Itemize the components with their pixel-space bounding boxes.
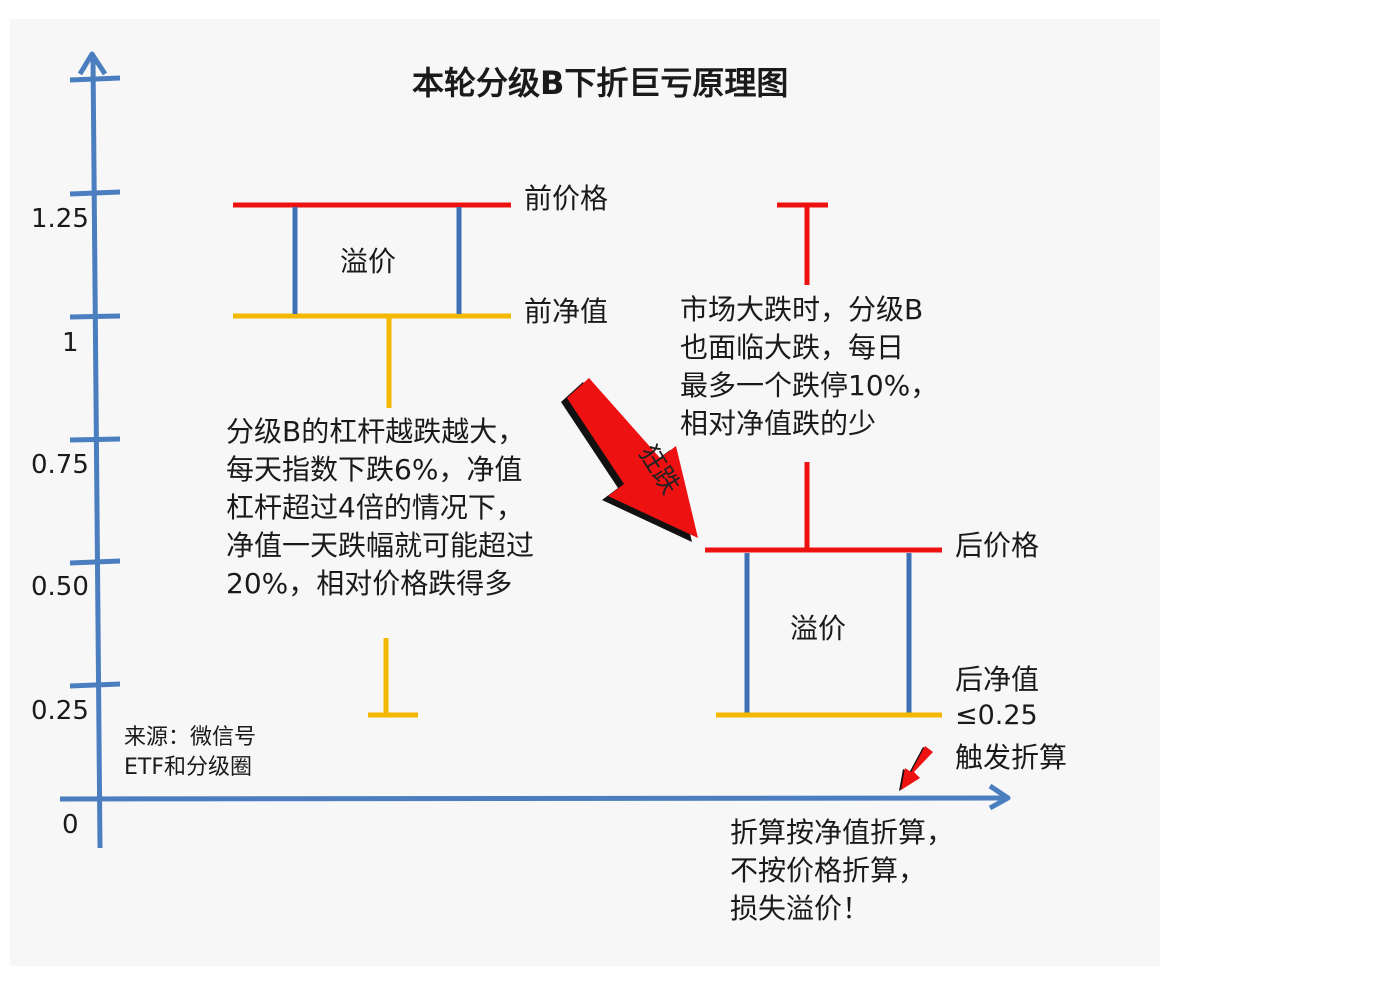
y-tick-label: 1.25 xyxy=(31,204,89,234)
nav-drop-annotation: 分级B的杠杆越跌越大， 每天指数下跌6%，净值 杠杆超过4倍的情况下， 净值一天… xyxy=(226,415,535,600)
y-tick-label: 1 xyxy=(62,328,79,358)
after-premium-label: 溢价 xyxy=(790,612,847,645)
source-note: 来源：微信号 ETF和分级圈 xyxy=(124,725,257,780)
chart-title: 本轮分级B下折巨亏原理图 xyxy=(412,64,789,102)
before-premium-label: 溢价 xyxy=(340,245,397,278)
after-threshold-label: ≤0.25 xyxy=(955,700,1038,731)
after-price-label: 后价格 xyxy=(955,529,1040,562)
y-axis xyxy=(69,51,121,849)
before-bracket xyxy=(233,202,511,718)
crash-arrow-icon xyxy=(561,378,698,542)
x-axis xyxy=(59,783,1011,811)
trigger-arrow-icon xyxy=(899,746,933,791)
conversion-annotation: 折算按净值折算， 不按价格折算， 损失溢价！ xyxy=(730,816,955,925)
price-drop-annotation: 市场大跌时，分级B 也面临大跌，每日 最多一个跌停10%， 相对净值跌的少 xyxy=(680,293,939,440)
before-nav-label: 前净值 xyxy=(524,295,609,328)
after-trigger-label: 触发折算 xyxy=(955,741,1068,774)
y-tick-label: 0.25 xyxy=(31,696,89,726)
after-bracket xyxy=(705,202,942,718)
before-price-label: 前价格 xyxy=(524,182,609,215)
diagram-background xyxy=(10,19,1160,966)
after-nav-label: 后净值 xyxy=(955,663,1040,696)
y-tick-label: 0.75 xyxy=(31,450,89,480)
y-tick-label: 0.50 xyxy=(31,572,89,602)
y-tick-label: 0 xyxy=(62,810,79,840)
